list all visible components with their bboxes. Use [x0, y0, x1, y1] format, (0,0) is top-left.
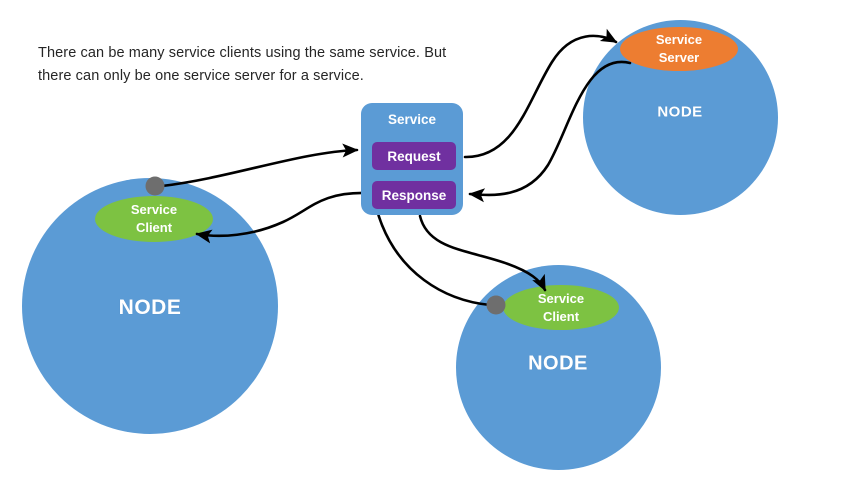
- node-left-label: NODE: [118, 296, 182, 319]
- service-client-label-line1: Service: [537, 290, 585, 306]
- edge-server-to-response: [468, 60, 632, 203]
- service-box[interactable]: Service Request Response: [361, 103, 463, 215]
- service-client-label-line2: Client: [542, 308, 580, 324]
- service-client-label-line1: Service: [130, 202, 178, 218]
- edge-response-to-bottom-client: [418, 214, 547, 292]
- service-request-box[interactable]: Request: [372, 142, 456, 170]
- node-right-service-server[interactable]: Service Server: [620, 27, 738, 71]
- service-server-label-line1: Service: [655, 32, 703, 48]
- service-client-label-line2: Client: [135, 220, 173, 235]
- node-left-client-port[interactable]: [145, 176, 165, 196]
- node-right-label: NODE: [657, 103, 703, 121]
- node-left-service-client[interactable]: Service Client: [95, 196, 213, 242]
- edge-request-to-server: [463, 28, 618, 159]
- node-bottom-service-client[interactable]: Service Client: [503, 285, 619, 330]
- service-title: Service: [387, 112, 437, 127]
- service-server-label-line2: Server: [658, 50, 700, 65]
- edge-response-to-left-client: [195, 191, 368, 244]
- edge-left-client-to-request: [160, 143, 359, 188]
- node-bottom-client-port[interactable]: [486, 295, 506, 315]
- node-bottom-label: NODE: [528, 352, 588, 375]
- caption-text: There can be many service clients using …: [38, 44, 447, 84]
- service-response-box[interactable]: Response: [372, 181, 456, 209]
